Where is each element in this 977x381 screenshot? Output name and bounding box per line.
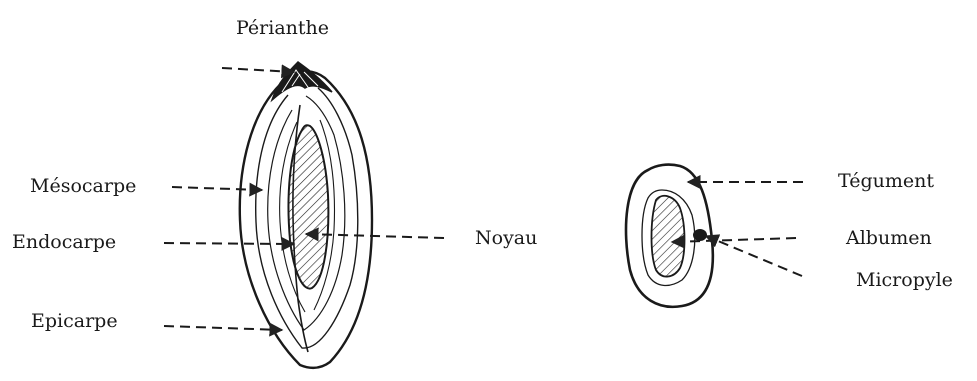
label-perianthe: Périanthe xyxy=(236,19,329,38)
seed-micropyle xyxy=(693,229,707,241)
pointer-mesocarpe xyxy=(172,187,262,190)
pointer-endocarpe xyxy=(164,243,294,244)
label-albumen: Albumen xyxy=(846,229,932,248)
seed-drawing xyxy=(626,165,713,307)
seed-albumen xyxy=(652,196,685,277)
pointer-albumen xyxy=(672,238,796,242)
pointer-perianthe xyxy=(222,68,294,72)
label-mesocarpe: Mésocarpe xyxy=(30,177,136,196)
fruit-perianth xyxy=(272,62,332,100)
pointer-epicarpe xyxy=(164,326,282,330)
label-tegument: Tégument xyxy=(838,172,934,191)
label-micropyle: Micropyle xyxy=(856,271,953,290)
label-endocarpe: Endocarpe xyxy=(12,233,116,252)
label-epicarpe: Epicarpe xyxy=(31,312,118,331)
fruit-kernel xyxy=(289,125,329,288)
pointer-micropyle xyxy=(706,236,802,276)
label-noyau: Noyau xyxy=(475,229,537,248)
fruit-drawing xyxy=(240,62,372,368)
